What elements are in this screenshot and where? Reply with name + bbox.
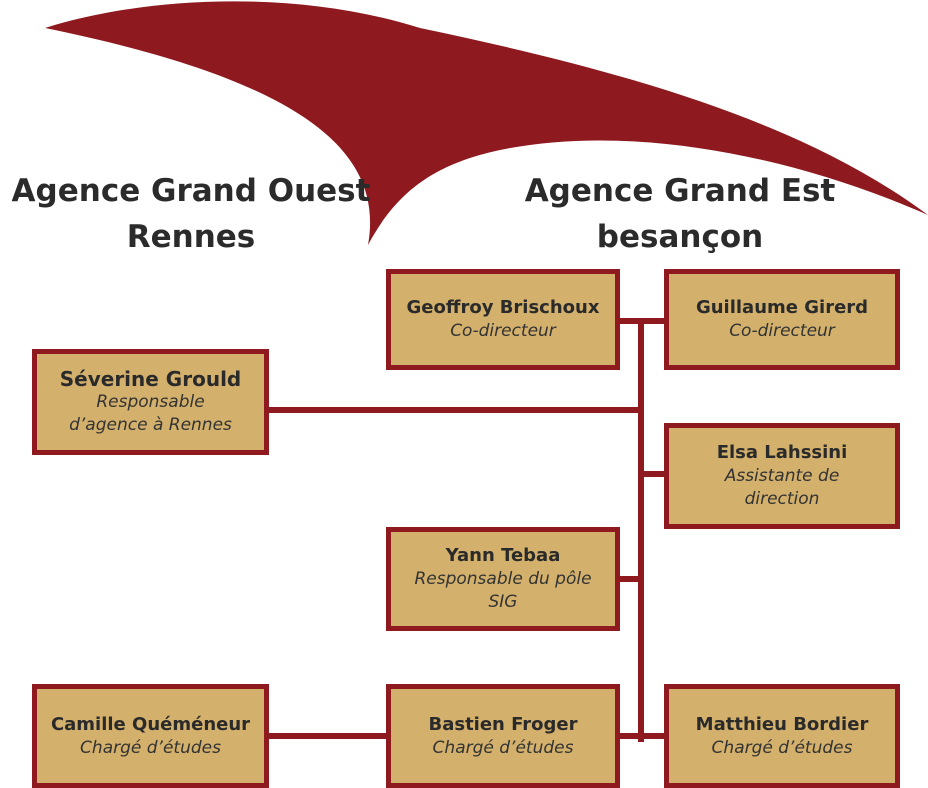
person-name: Matthieu Bordier bbox=[695, 713, 869, 735]
person-role: Co-directeur bbox=[729, 321, 835, 341]
org-box-camille-quemeneur: Camille Quéméneur Chargé d’études bbox=[32, 684, 269, 788]
org-box-guillaume-girerd: Guillaume Girerd Co-directeur bbox=[664, 269, 900, 370]
person-role-line-2: d’agence à Rennes bbox=[69, 415, 232, 435]
connector-bastien-matthieu bbox=[615, 733, 668, 739]
person-name: Guillaume Girerd bbox=[695, 297, 869, 318]
person-name: Bastien Froger bbox=[428, 713, 578, 735]
person-role-line-2: SIG bbox=[488, 592, 518, 612]
connector-codirectors bbox=[618, 318, 668, 324]
agency-west-title: Agence Grand Ouest bbox=[11, 173, 371, 209]
person-role: Co-directeur bbox=[450, 321, 556, 341]
connector-severine bbox=[265, 407, 644, 413]
person-role: Chargé d’études bbox=[711, 737, 853, 758]
connector-trunk-vertical bbox=[638, 318, 644, 742]
connector-elsa bbox=[641, 471, 668, 477]
person-role-line-1: Responsable bbox=[96, 392, 205, 412]
connector-camille-bastien bbox=[265, 733, 391, 739]
person-name: Séverine Grould bbox=[59, 367, 242, 391]
org-box-geoffroy-brischoux: Geoffroy Brischoux Co-directeur bbox=[386, 269, 620, 370]
swoosh-shape bbox=[45, 1, 928, 245]
person-name: Yann Tebaa bbox=[445, 545, 561, 566]
agency-east-city: besançon bbox=[596, 219, 764, 255]
person-role: Chargé d’études bbox=[432, 737, 574, 758]
agency-west-city: Rennes bbox=[126, 219, 256, 255]
person-role-line-1: Responsable du pôle bbox=[414, 569, 592, 589]
person-name: Elsa Lahssini bbox=[716, 442, 848, 463]
org-box-severine-grould: Séverine Grould Responsable d’agence à R… bbox=[32, 349, 269, 455]
person-name: Geoffroy Brischoux bbox=[406, 297, 600, 318]
org-box-yann-tebaa: Yann Tebaa Responsable du pôle SIG bbox=[386, 527, 620, 631]
agency-east-title: Agence Grand Est bbox=[524, 173, 836, 209]
person-role-line-1: Assistante de bbox=[724, 466, 840, 486]
org-box-matthieu-bordier: Matthieu Bordier Chargé d’études bbox=[664, 684, 900, 788]
org-box-elsa-lahssini: Elsa Lahssini Assistante de direction bbox=[664, 423, 900, 529]
person-name: Camille Quéméneur bbox=[50, 713, 251, 735]
person-role-line-2: direction bbox=[744, 489, 820, 509]
agency-grand-est: Agence Grand Est besançon bbox=[505, 168, 855, 260]
connector-yann bbox=[615, 576, 642, 582]
person-role: Chargé d’études bbox=[80, 737, 221, 758]
agency-grand-ouest: Agence Grand Ouest Rennes bbox=[0, 168, 382, 260]
org-box-bastien-froger: Bastien Froger Chargé d’études bbox=[386, 684, 620, 788]
